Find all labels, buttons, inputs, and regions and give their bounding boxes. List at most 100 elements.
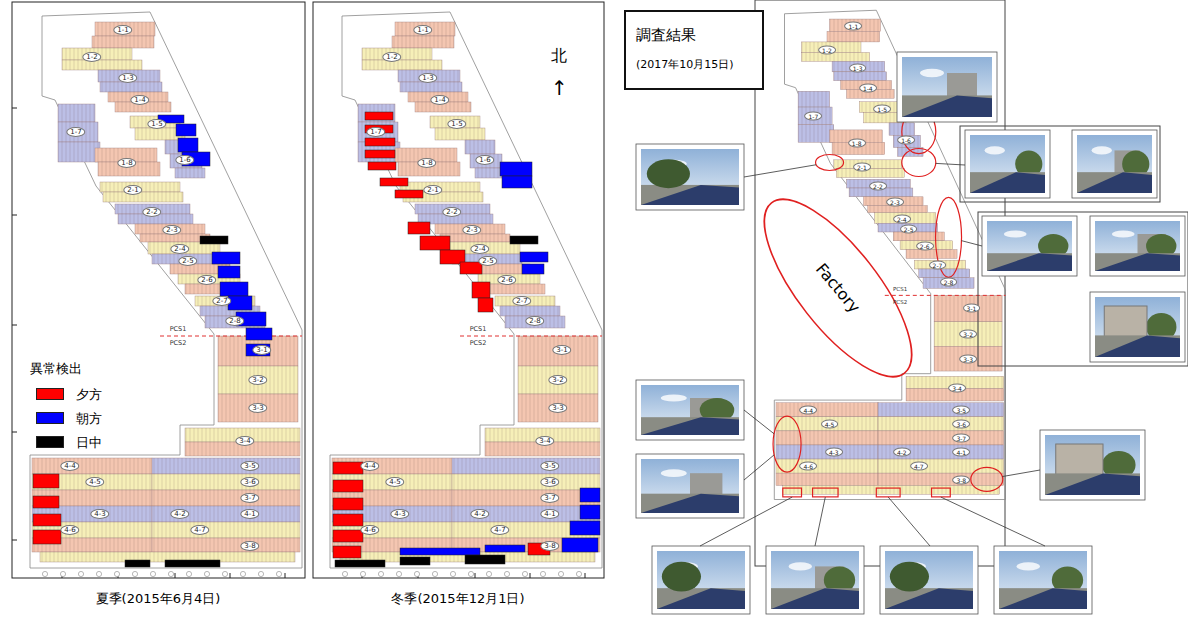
anomaly-area [368, 162, 396, 170]
pcs-label: PCS2 [170, 339, 187, 347]
anomaly-area [400, 557, 430, 565]
panel-frame [12, 2, 305, 578]
photo-cloud [1092, 146, 1112, 154]
tree-symbol [468, 571, 473, 576]
block-label: 1-1 [413, 25, 432, 35]
block-label: 4-1 [540, 509, 559, 519]
block-label: 2-1 [853, 162, 871, 171]
block-label: 4-3 [390, 509, 409, 519]
block-label: 3-8 [540, 541, 559, 551]
block-label: 1-3 [849, 64, 867, 73]
pv-block [878, 417, 1004, 431]
leader-line [934, 122, 936, 123]
pv-block [836, 169, 904, 178]
pv-block [32, 458, 152, 474]
block-label: 3-6 [952, 419, 970, 428]
anomaly-area [570, 521, 600, 535]
tree-symbol [78, 571, 83, 576]
pv-block [152, 538, 300, 552]
block-label: 1-2 [382, 52, 401, 62]
block-label: 3-3 [548, 403, 567, 413]
pv-rows [864, 197, 924, 206]
pv-block [500, 306, 560, 316]
pv-block [827, 31, 880, 42]
tick [230, 573, 231, 578]
pcs-label: PCS1 [170, 325, 187, 333]
anomaly-area [335, 560, 385, 567]
pv-block [934, 322, 1002, 347]
pv-rows [836, 169, 904, 178]
block-label: 1-2 [818, 45, 836, 54]
photo-ground [771, 588, 859, 609]
pcs-label: PCS1 [893, 286, 907, 292]
pv-rows [485, 284, 545, 294]
pv-rows [358, 104, 395, 122]
block-label: 3-2 [548, 375, 567, 385]
tree-symbol [450, 571, 455, 576]
pv-block [798, 91, 829, 107]
block-label: 3-7 [952, 433, 970, 442]
pv-block [135, 224, 205, 234]
pv-block [776, 417, 878, 431]
tree-symbol [42, 571, 47, 576]
leader-line [962, 241, 982, 246]
survey-mark [971, 467, 1003, 491]
pv-rows [518, 366, 598, 394]
block-label: 2-3 [162, 225, 181, 235]
pv-block [98, 70, 160, 82]
pv-block [875, 213, 936, 224]
pv-rows [878, 431, 1004, 445]
anomaly-area [220, 282, 248, 296]
tree-symbol [360, 571, 365, 576]
legend-heading: 異常検出 [30, 360, 82, 378]
block-label: 3-3 [959, 354, 977, 363]
pv-block [830, 19, 881, 31]
tree-symbol [60, 571, 65, 576]
pv-block [518, 366, 598, 394]
legend-swatch [36, 436, 64, 448]
anomaly-area [178, 138, 198, 152]
block-label: 1-5 [147, 119, 166, 129]
photo-ground [987, 253, 1072, 271]
anomaly-area [333, 546, 361, 558]
anomaly-area [33, 496, 59, 508]
pv-rows [934, 346, 1002, 371]
pv-block [452, 506, 600, 522]
photo-cloud [985, 146, 1005, 154]
block-label: 3-4 [235, 436, 254, 446]
block-label: 3-1 [252, 345, 271, 355]
anomaly-area [522, 264, 544, 274]
block-label: 1-4 [130, 95, 149, 105]
block-label: 4-7 [490, 525, 509, 535]
pv-block [452, 474, 600, 490]
pv-rows [893, 135, 920, 147]
pv-block [505, 316, 565, 328]
block-label: 1-2 [82, 52, 101, 62]
pcs-label: PCS2 [893, 299, 907, 305]
photo-cloud [1112, 230, 1135, 237]
pcs-label: PCS2 [470, 339, 487, 347]
block-label: 4-2 [470, 509, 489, 519]
pv-block [452, 522, 600, 538]
block-label: 1-7 [66, 127, 85, 137]
result-box: 調査結果(2017年10月15日) [624, 10, 764, 90]
tree-symbol [414, 571, 419, 576]
block-label: 1-4 [430, 95, 449, 105]
pv-rows [95, 22, 155, 36]
pv-block [495, 296, 555, 306]
block-label: 1-6 [897, 136, 915, 145]
block-label: 2-2 [142, 207, 161, 217]
tick [530, 573, 531, 578]
anomaly-area [562, 538, 598, 552]
tree-symbol [222, 571, 227, 576]
pv-rows [58, 104, 95, 122]
photo-panels [657, 588, 745, 609]
pv-block [834, 72, 887, 81]
photo-frame [897, 52, 997, 122]
photo-frame [636, 380, 744, 440]
block-label: 3-7 [240, 493, 259, 503]
photo-sky [641, 459, 739, 513]
pv-rows [518, 394, 598, 422]
photo-ground [1077, 172, 1152, 193]
tree-symbol [558, 571, 563, 576]
